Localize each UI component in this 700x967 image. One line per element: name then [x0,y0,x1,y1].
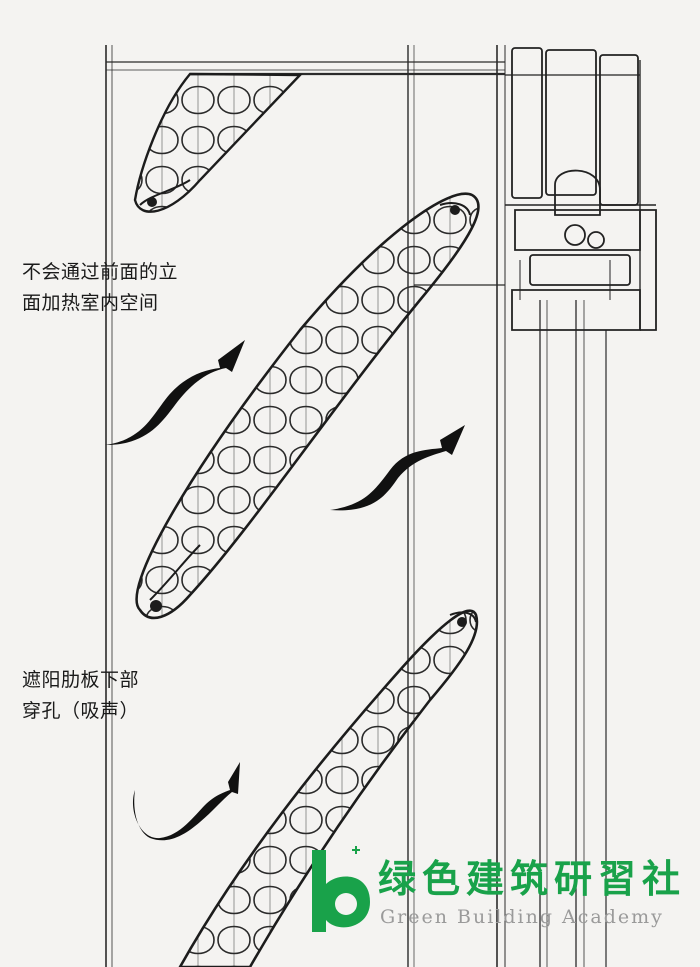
louvre-bottom [178,609,479,967]
window-profile [505,47,657,331]
callout-perforation: 遮阳肋板下部 穿孔（吸声） [22,665,139,727]
callout-perforation-line1: 遮阳肋板下部 [22,669,140,691]
callout-facade-heat-line2: 面加热室内空间 [22,292,159,314]
callout-facade-heat: 不会通过前面的立 面加热室内空间 [22,257,178,319]
watermark-logo: 绿色建筑研習社 Green Building Academy [308,842,688,952]
frame-lines [105,45,641,967]
logo-subtitle: Green Building Academy [380,906,664,928]
airflow-arrows [105,340,465,841]
logo-title: 绿色建筑研習社 [378,856,687,901]
logo-b-icon [312,846,370,932]
louvre-middle [135,192,480,620]
callout-perforation-line2: 穿孔（吸声） [22,700,140,722]
louvre-top [133,72,303,213]
callout-facade-heat-line1: 不会通过前面的立 [22,261,179,283]
